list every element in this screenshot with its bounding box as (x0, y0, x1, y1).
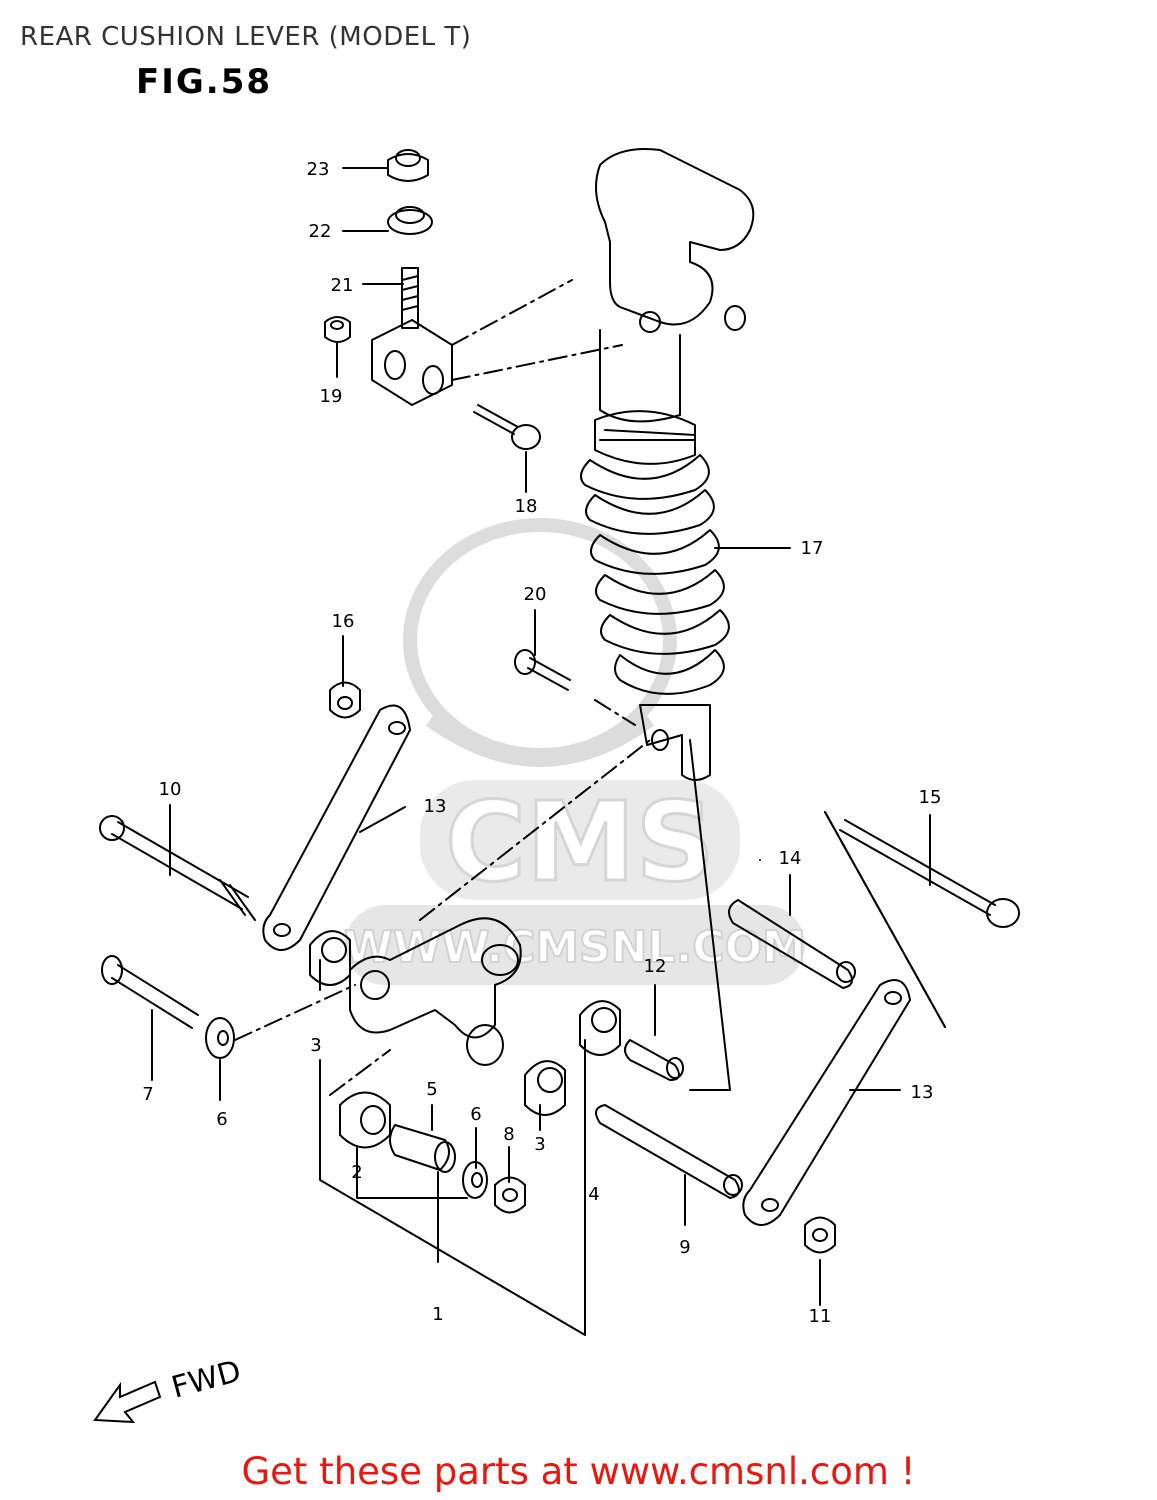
callout-13-lower: 13 (911, 1082, 934, 1103)
link-rod-13-lower (742, 979, 911, 1226)
callout-22: 22 (309, 221, 332, 242)
bolt-20 (514, 649, 571, 691)
callout-16: 16 (332, 611, 355, 632)
callout-4: 4 (588, 1184, 599, 1205)
link-rod-13-upper (262, 704, 411, 951)
collar-12 (624, 1039, 684, 1081)
watermark: CMS WWW.CMSNL.COM (343, 518, 807, 985)
watermark-url: WWW.CMSNL.COM (344, 922, 806, 973)
callout-23: 23 (307, 159, 330, 180)
nut-8 (494, 1176, 526, 1214)
nut-16 (329, 681, 361, 719)
bolt-18 (473, 404, 541, 450)
callout-2: 2 (351, 1162, 362, 1183)
forward-label: FWD (168, 1354, 245, 1406)
figure-label: FIG.58 (136, 62, 273, 102)
nut-23 (387, 149, 429, 182)
bearing-2 (339, 1091, 391, 1149)
callout-10: 10 (159, 779, 182, 800)
callout-19: 19 (320, 386, 343, 407)
callout-6a: 6 (216, 1109, 227, 1130)
bearing-3-lower (524, 1060, 566, 1116)
cushion-lever (349, 739, 651, 1066)
callout-6b: 6 (470, 1104, 481, 1125)
callout-5: 5 (426, 1079, 437, 1100)
callout-12: 12 (644, 956, 667, 977)
collar-14 (728, 899, 856, 989)
bolt-7 (101, 955, 356, 1041)
callout-3a: 3 (310, 1035, 321, 1056)
forward-arrow: FWD (93, 1354, 245, 1424)
callout-8: 8 (503, 1124, 514, 1145)
callout-18: 18 (515, 496, 538, 517)
callout-14: 14 (779, 848, 802, 869)
bolt-10 (99, 815, 256, 921)
cta-link[interactable]: Get these parts at www.cmsnl.com ! (241, 1450, 916, 1493)
callout-13-upper: 13 (424, 796, 447, 817)
callout-3b: 3 (534, 1134, 545, 1155)
nut-19 (324, 316, 351, 343)
bolt-15 (759, 811, 1020, 1028)
callout-11: 11 (809, 1306, 832, 1327)
collar-5 (389, 1124, 456, 1173)
callout-1: 1 (432, 1304, 443, 1325)
shock-absorber (580, 148, 755, 781)
callouts: 23 22 21 19 18 17 20 16 10 13 15 14 12 7… (142, 159, 941, 1327)
callout-15: 15 (919, 787, 942, 808)
washer-6a (205, 1017, 235, 1059)
watermark-logo: CMS (445, 778, 714, 906)
callout-21: 21 (331, 275, 354, 296)
callout-17: 17 (801, 538, 824, 559)
rod-9 (595, 1104, 743, 1199)
nut-11 (804, 1216, 836, 1254)
page-title: REAR CUSHION LEVER (MODEL T) (20, 22, 472, 52)
bracket-21 (371, 267, 623, 406)
callout-20: 20 (524, 584, 547, 605)
washer-22 (387, 206, 433, 235)
callout-7: 7 (142, 1084, 153, 1105)
bearing-4 (579, 1000, 621, 1056)
callout-9: 9 (679, 1237, 690, 1258)
